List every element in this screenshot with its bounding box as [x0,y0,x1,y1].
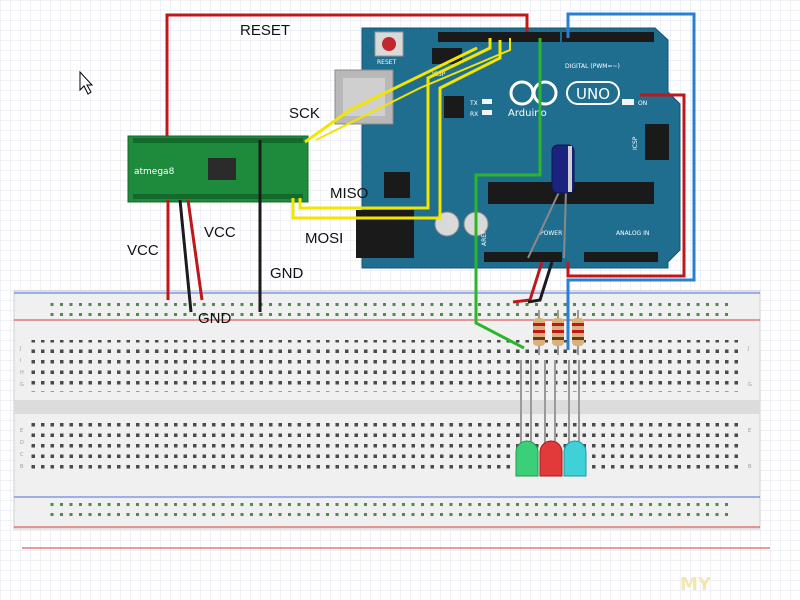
svg-text:H: H [20,370,24,376]
wire-reset [165,13,529,136]
resistors [533,310,584,355]
reset-button [382,37,396,51]
digital-header-left [438,32,560,42]
analog-header [584,252,658,262]
watermark: MY [680,574,712,595]
svg-text:G: G [748,382,752,388]
svg-text:J: J [747,346,749,352]
led-red [539,440,563,477]
arduino-board: RESET DIGITAL (PWM=~) ICSP UNO Arduino T… [334,27,681,269]
svg-text:RESET: RESET [377,59,397,66]
wire-miso [298,38,492,210]
chip-label: atmega8 [134,167,175,177]
svg-text:ICSP: ICSP [432,71,446,78]
svg-text:I: I [20,358,21,364]
atmega8-board: atmega8 [127,135,309,203]
wire-yellow-extra [315,38,511,141]
svg-text:C: C [20,452,24,458]
wire-gnd-1 [178,199,193,313]
svg-text:J: J [19,346,21,352]
main-mcu-chip [488,182,654,204]
svg-text:E: E [748,428,751,434]
atmega8-chip [208,158,236,180]
svg-text:G: G [20,382,24,388]
label-reset: RESET [240,22,290,39]
label-mosi: MOSI [305,230,343,247]
led-cyan [563,440,587,477]
svg-text:B: B [748,464,752,470]
label-vcc-2: VCC [204,224,236,241]
label-sck: SCK [289,105,320,122]
svg-text:B: B [20,464,24,470]
breadboard: J I H G E D C B J G E B [13,290,761,530]
svg-text:ANALOG IN: ANALOG IN [616,230,649,237]
wire-green [474,38,542,350]
svg-text:DIGITAL (PWM=~): DIGITAL (PWM=~) [565,63,620,70]
wire-sck [304,46,478,144]
label-vcc-1: VCC [127,242,159,259]
digital-header-right [562,32,654,42]
led-green [515,440,539,477]
label-gnd-1: GND [270,265,304,282]
leds [515,360,587,477]
svg-text:D: D [20,440,24,446]
wire-blue [566,12,696,350]
wire-vin [566,93,686,278]
svg-text:POWER: POWER [540,230,562,237]
label-miso: MISO [330,185,368,202]
svg-text:AREF: AREF [481,230,488,246]
electrolytic-capacitor [527,144,575,259]
svg-text:RX: RX [470,111,478,118]
svg-text:TX: TX [469,100,478,107]
icsp-header [645,124,669,160]
label-gnd-2: GND [198,310,232,327]
wire-5v [512,261,544,304]
power-header [484,252,562,262]
model-label: UNO [576,85,610,103]
wire-vcc-2 [186,199,204,301]
svg-text:ON: ON [638,100,647,107]
svg-text:E: E [20,428,23,434]
mouse-cursor-icon [79,70,94,95]
svg-text:ICSP: ICSP [632,136,639,150]
brand-label: Arduino [508,108,547,119]
wire-gnd-3 [527,261,554,304]
